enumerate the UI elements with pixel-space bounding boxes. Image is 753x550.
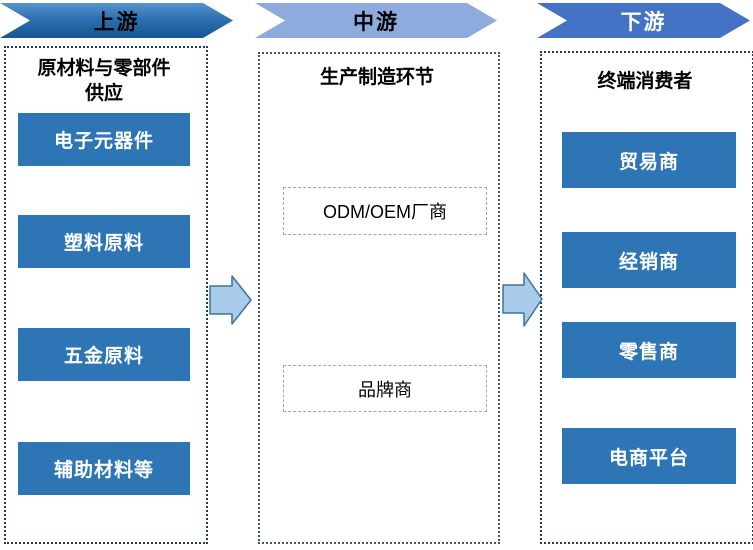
upstream-item-hardware-materials: 五金原料 (18, 328, 190, 381)
stage-arrow-downstream: 下游 (537, 3, 750, 38)
stage-arrow-midstream: 中游 (255, 3, 497, 38)
stage-arrow-upstream-label: 上游 (93, 10, 140, 34)
upstream-item-auxiliary-materials: 辅助材料等 (18, 442, 190, 495)
midstream-title-line-1: 生产制造环节 (319, 67, 434, 88)
midstream-column-title: 生产制造环节 (258, 66, 496, 91)
upstream-item-electronic-components: 电子元器件 (18, 113, 190, 166)
stage-arrow-midstream-label: 中游 (353, 10, 399, 34)
right-arrow-icon (209, 275, 252, 325)
downstream-column-title: 终端消费者 (540, 70, 750, 95)
stage-arrow-upstream: 上游 (0, 3, 233, 38)
midstream-item-brand: 品牌商 (283, 365, 487, 412)
downstream-item-traders: 贸易商 (562, 132, 736, 188)
midstream-column-box (258, 52, 500, 544)
downstream-item-ecommerce: 电商平台 (562, 428, 736, 484)
downstream-item-distributors: 经销商 (562, 232, 736, 288)
downstream-item-retailers: 零售商 (562, 322, 736, 378)
right-arrow-icon (502, 272, 543, 327)
downstream-title-line-1: 终端消费者 (597, 71, 693, 92)
midstream-item-odm-oem: ODM/OEM厂商 (283, 187, 487, 235)
stage-arrow-downstream-label: 下游 (620, 10, 667, 34)
upstream-item-plastic-materials: 塑料原料 (18, 215, 190, 268)
upstream-title-line-2: 供应 (84, 82, 123, 104)
upstream-title-line-1: 原材料与零部件 (37, 58, 171, 79)
upstream-column-title: 原材料与零部件 供应 (4, 57, 204, 106)
